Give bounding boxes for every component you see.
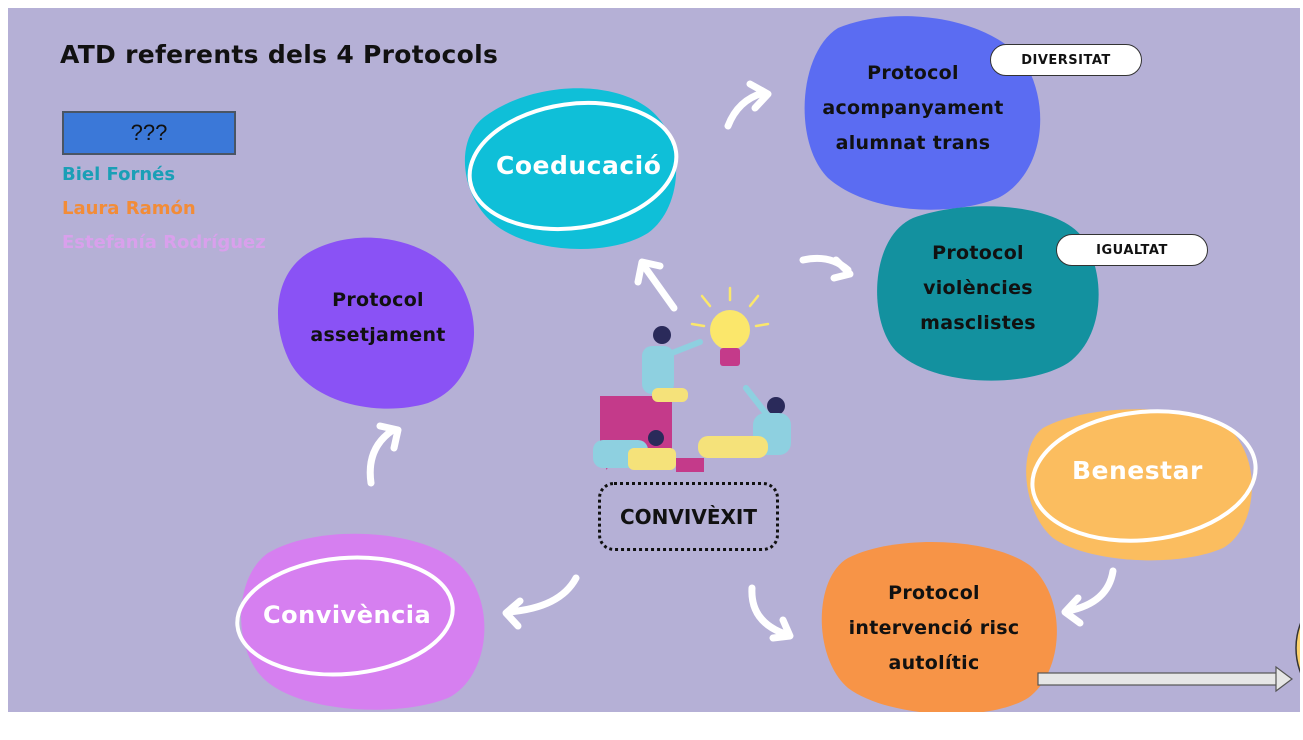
protocol-autolitic-blob-shape [821, 542, 1057, 712]
protocol-assetjament-blob: Protocol assetjament [303, 280, 453, 356]
coeducacio-label: Coeducació [496, 151, 662, 180]
protocol-trans-text: Protocol acompanyament alumnat trans [822, 56, 1003, 161]
coeducacio-blob-shape [464, 88, 679, 250]
page-title: ATD referents dels 4 Protocols [60, 40, 499, 69]
protocol-autolitic-line-1: Protocol [888, 581, 980, 604]
protocol-violencies-blob-shape [877, 206, 1099, 381]
protocol-trans-line-1: Protocol [867, 61, 959, 84]
arrow-to-convivencia-icon [502, 574, 580, 630]
protocol-autolitic-text: Protocol intervenció risc autolític [849, 576, 1020, 681]
protocol-violencies-text: Protocol violències masclistes [920, 236, 1036, 341]
protocol-autolitic-line-3: autolític [888, 651, 980, 674]
name-estefania: Estefanía Rodríguez [62, 232, 266, 253]
protocol-assetjament-text: Protocol assetjament [310, 283, 445, 353]
tag-igualtat: IGUALTAT [1056, 234, 1208, 266]
convivexit-label: CONVIVÈXIT [598, 482, 779, 551]
protocol-assetjament-line-2: assetjament [310, 324, 446, 346]
protocol-autolitic-line-2: intervenció risc [848, 616, 1020, 639]
slide: ATD referents dels 4 Protocols ??? Biel … [8, 8, 1300, 712]
name-laura: Laura Ramón [62, 198, 196, 219]
diagram-canvas [235, 16, 1300, 712]
lightbulb-icon [690, 286, 770, 366]
protocol-violencies-blob: Protocol violències masclistes [888, 233, 1068, 343]
protocol-trans-blob-shape [804, 16, 1041, 210]
protocol-violencies-line-1: Protocol [932, 241, 1024, 264]
protocol-assetjament-blob-shape [277, 237, 475, 409]
convivencia-blob-shape [235, 533, 485, 710]
arrow-to-violencies-icon [799, 254, 854, 282]
protocol-trans-blob: Protocol acompanyament alumnat trans [808, 53, 1018, 163]
benestar-blob-shape [1026, 409, 1258, 561]
name-biel: Biel Fornés [62, 164, 176, 185]
convivencia-label: Convivència [263, 601, 432, 629]
partial-circle-shape [1295, 622, 1300, 674]
arrow-from-benestar-icon [1061, 567, 1117, 627]
people-illustration-icon [593, 326, 791, 472]
protocol-autolitic-blob: Protocol intervenció risc autolític [834, 573, 1034, 683]
protocol-violencies-line-3: masclistes [920, 311, 1036, 334]
benestar-label: Benestar [1072, 456, 1203, 485]
arrow-to-trans-icon [724, 80, 772, 130]
tag-diversitat: DIVERSITAT [990, 44, 1142, 76]
protocol-trans-line-3: alumnat trans [835, 131, 991, 154]
grey-arrow-icon [1037, 665, 1293, 693]
protocol-trans-line-2: acompanyament [822, 96, 1004, 119]
arrow-to-autolitic-icon [748, 584, 794, 642]
arrow-to-assetjament-icon [366, 422, 402, 487]
protocol-violencies-line-2: violències [923, 276, 1033, 299]
arrow-to-coeducacio-icon [634, 258, 678, 312]
placeholder-box: ??? [62, 111, 236, 155]
protocol-assetjament-line-1: Protocol [332, 289, 424, 311]
